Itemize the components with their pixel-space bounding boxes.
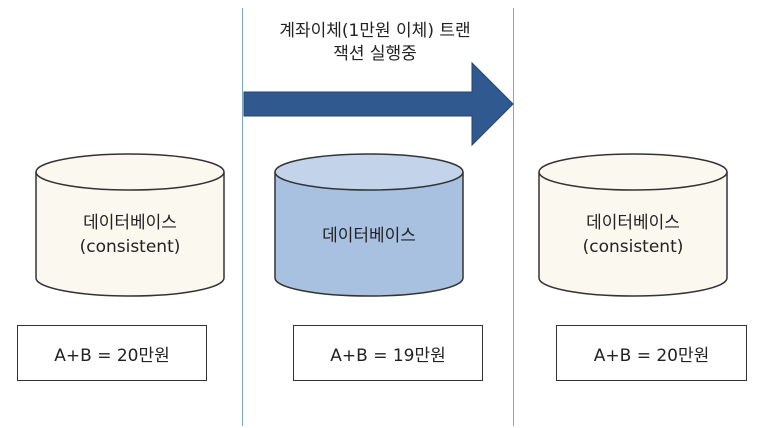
- database-1-title: 데이터베이스: [83, 213, 177, 233]
- left-divider-line: [242, 8, 243, 426]
- right-divider-line: [513, 8, 514, 426]
- database-1-value-box: A+B = 20만원: [17, 325, 207, 381]
- transaction-caption-line1: 계좌이체(1만원 이체) 트랜: [279, 21, 471, 41]
- database-3-title: 데이터베이스: [586, 213, 680, 233]
- database-3-subtitle: (consistent): [582, 237, 684, 257]
- database-cylinder-2: [274, 153, 464, 297]
- database-2-value-box: A+B = 19만원: [293, 325, 483, 381]
- database-2-title: 데이터베이스: [322, 226, 416, 246]
- database-cylinder-1: [35, 153, 225, 297]
- database-cylinder-3: [538, 153, 728, 297]
- transaction-caption-line2: 잭션 실행중: [333, 44, 417, 64]
- database-1-subtitle: (consistent): [79, 237, 181, 257]
- transaction-arrow: [243, 61, 514, 147]
- database-3-value-box: A+B = 20만원: [556, 325, 747, 381]
